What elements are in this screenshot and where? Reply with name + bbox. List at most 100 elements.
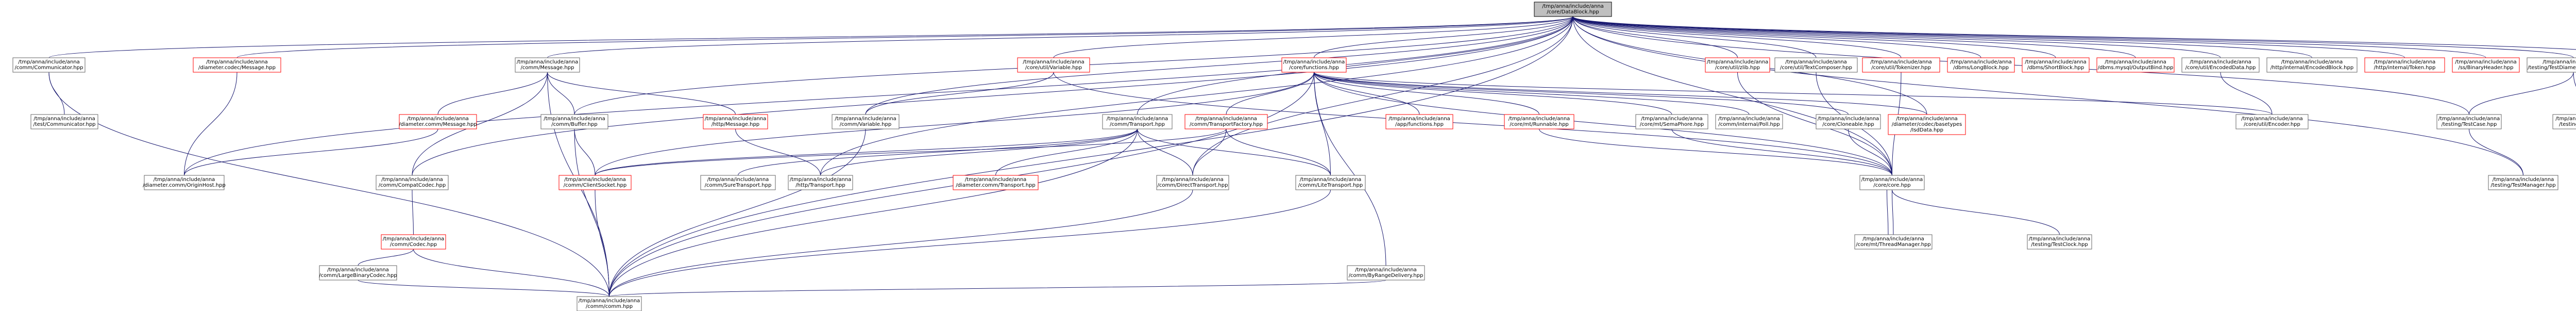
- file-node-largeBinary[interactable]: /tmp/anna/include/anna/comm/LargeBinaryC…: [319, 265, 397, 281]
- include-edge-commCommunicator-to-testCommunicator: [47, 69, 65, 115]
- file-node-diamCommMessage[interactable]: /tmp/anna/include/anna/diameter.comm/Mes…: [399, 114, 477, 129]
- file-node-box: [1347, 265, 1425, 281]
- file-node-poll[interactable]: /tmp/anna/include/anna/comm/internal/Pol…: [1715, 114, 1783, 129]
- file-node-testCommunicator[interactable]: /tmp/anna/include/anna/test/Communicator…: [30, 114, 98, 129]
- file-node-box: [1504, 114, 1574, 129]
- include-edge-transportFactory-to-clientSocket: [595, 125, 1228, 176]
- file-node-box: [2452, 57, 2520, 73]
- file-node-tokenizer[interactable]: /tmp/anna/include/anna/core/util/Tokeniz…: [1862, 57, 1940, 73]
- file-node-label-line: /tmp/anna/include/anna: [2241, 116, 2303, 122]
- include-edge-liteTransport-to-commHpp: [609, 186, 1332, 297]
- file-node-utilVariable[interactable]: /tmp/anna/include/anna/core/util/Variabl…: [1017, 57, 1090, 73]
- file-node-runnable[interactable]: /tmp/anna/include/anna/core/mt/Runnable.…: [1504, 114, 1574, 129]
- include-edge-httpMessage-to-httpTransport: [734, 125, 821, 176]
- file-node-liteTransport[interactable]: /tmp/anna/include/anna/comm/LiteTranspor…: [1295, 175, 1366, 190]
- file-node-shortBlock[interactable]: /tmp/anna/include/anna/dbms/ShortBlock.h…: [2022, 57, 2090, 73]
- file-node-originHost[interactable]: /tmp/anna/include/anna/diameter.comm/Ori…: [143, 175, 226, 190]
- include-edge-testCondition-to-testCase: [2469, 69, 2575, 115]
- file-node-commMessage[interactable]: /tmp/anna/include/anna/comm/Message.hpp: [515, 57, 580, 73]
- file-node-label-line: /comm/SureTransport.hpp: [705, 183, 772, 188]
- include-edge-coreHpp-to-testClock: [1890, 186, 2060, 235]
- file-node-httpToken[interactable]: /tmp/anna/include/anna/http/internal/Tok…: [2364, 57, 2445, 73]
- file-node-threadManager[interactable]: /tmp/anna/include/anna/core/mt/ThreadMan…: [1854, 234, 1933, 250]
- file-node-label-line: /tmp/anna/include/anna: [2190, 59, 2251, 65]
- include-edge-coreHpp-to-threadManager: [1890, 186, 1894, 235]
- file-node-testManager[interactable]: /tmp/anna/include/anna/testing/TestManag…: [2488, 175, 2558, 190]
- file-node-box: [1184, 114, 1268, 129]
- file-node-encoder[interactable]: /tmp/anna/include/anna/core/util/Encoder…: [2235, 114, 2309, 129]
- file-node-basetypes[interactable]: /tmp/anna/include/anna/diameter/codec/ba…: [1888, 114, 1966, 135]
- file-node-box: [577, 296, 642, 311]
- file-node-zlib[interactable]: /tmp/anna/include/anna/core/util/zlib.hp…: [1705, 57, 1770, 73]
- file-node-box: [2527, 57, 2576, 73]
- file-node-sureTransport[interactable]: /tmp/anna/include/anna/comm/SureTranspor…: [700, 175, 776, 190]
- file-node-box: [1862, 57, 1940, 73]
- file-node-cloneable[interactable]: /tmp/anna/include/anna/core/Cloneable.hp…: [1816, 114, 1881, 129]
- file-node-encodedData[interactable]: /tmp/anna/include/anna/core/util/Encoded…: [2181, 57, 2260, 73]
- file-node-appFunctions[interactable]: /tmp/anna/include/anna/app/functions.hpp: [1385, 114, 1453, 129]
- file-node-label-line: /tmp/anna/include/anna: [1542, 4, 1604, 9]
- file-node-box: [2488, 175, 2558, 190]
- file-node-label-line: /tmp/anna/include/anna: [2374, 59, 2436, 65]
- file-node-compatCodec[interactable]: /tmp/anna/include/anna/comm/CompatCodec.…: [376, 175, 449, 190]
- include-edge-root-to-encodedBlock: [1571, 13, 2312, 58]
- file-node-box: [515, 57, 580, 73]
- file-node-textComposer[interactable]: /tmp/anna/include/anna/core/util/TextCom…: [1774, 57, 1858, 73]
- file-node-box: [399, 114, 477, 129]
- file-node-clientSocket[interactable]: /tmp/anna/include/anna/comm/ClientSocket…: [558, 175, 632, 190]
- file-node-label-line: /tmp/anna/include/anna: [33, 116, 95, 122]
- file-node-byRange[interactable]: /tmp/anna/include/anna/comm/ByRangeDeliv…: [1347, 265, 1425, 281]
- file-node-label-line: /tmp/anna/include/anna: [544, 116, 605, 122]
- file-node-buffer[interactable]: /tmp/anna/include/anna/comm/Buffer.hpp: [540, 114, 608, 129]
- file-node-httpTransport[interactable]: /tmp/anna/include/anna/http/Transport.hp…: [788, 175, 853, 190]
- file-node-testStep[interactable]: /tmp/anna/include/anna/testing/TestStep.…: [2552, 114, 2576, 129]
- file-node-diamTransport[interactable]: /tmp/anna/include/anna/diameter.comm/Tra…: [953, 175, 1039, 190]
- include-edge-functions-to-poll: [1312, 69, 1750, 115]
- file-node-directTransport[interactable]: /tmp/anna/include/anna/comm/DirectTransp…: [1156, 175, 1229, 190]
- file-node-label-line: /tmp/anna/include/anna: [1162, 177, 1224, 183]
- file-node-codec[interactable]: /tmp/anna/include/anna/comm/Codec.hpp: [381, 234, 446, 250]
- include-edge-runnable-to-coreHpp: [1537, 125, 1892, 176]
- file-node-box: [703, 114, 768, 129]
- include-edge-threadManager-to-coreHpp: [1886, 189, 1890, 238]
- file-node-label-line: /tmp/anna/include/anna: [381, 177, 443, 183]
- file-node-label-line: /tmp/anna/include/anna: [1870, 59, 1932, 65]
- file-node-label-line: /comm/Message.hpp: [521, 65, 574, 71]
- file-node-transport[interactable]: /tmp/anna/include/anna/comm/Transport.hp…: [1102, 114, 1173, 129]
- file-node-coreHpp[interactable]: /tmp/anna/include/anna/core/core.hpp: [1859, 175, 1925, 190]
- file-node-transportFactory[interactable]: /tmp/anna/include/anna/comm/TransportFac…: [1184, 114, 1268, 129]
- file-node-httpMessage[interactable]: /tmp/anna/include/anna/http/Message.hpp: [703, 114, 768, 129]
- include-edge-byRange-to-commHpp: [609, 276, 1388, 297]
- file-node-box: [1534, 2, 1612, 17]
- file-node-box: [2266, 57, 2358, 73]
- file-node-label-line: /core/util/Encoder.hpp: [2244, 122, 2300, 127]
- file-node-label-line: /tmp/anna/include/anna: [2455, 59, 2517, 65]
- file-node-box: [1017, 57, 1090, 73]
- file-node-root: /tmp/anna/include/anna/core/DataBlock.hp…: [1534, 2, 1612, 17]
- file-node-encodedBlock[interactable]: /tmp/anna/include/anna/http/internal/Enc…: [2266, 57, 2358, 73]
- file-node-label-line: /tmp/anna/include/anna: [2281, 59, 2343, 65]
- file-node-testCase[interactable]: /tmp/anna/include/anna/testing/TestCase.…: [2436, 114, 2502, 129]
- file-node-binaryHeader[interactable]: /tmp/anna/include/anna/ss/BinaryHeader.h…: [2452, 57, 2520, 73]
- include-edge-functions-to-liteTransport: [1312, 69, 1331, 176]
- file-node-commCommunicator[interactable]: /tmp/anna/include/anna/comm/Communicator…: [12, 57, 86, 73]
- file-node-label-line: /app/functions.hpp: [1395, 122, 1444, 127]
- file-node-longBlock[interactable]: /tmp/anna/include/anna/dbms/LongBlock.hp…: [1947, 57, 2015, 73]
- file-node-label-line: /tmp/anna/include/anna: [407, 116, 469, 122]
- file-node-mysqlOutput[interactable]: /tmp/anna/include/anna/dbms.mysql/Output…: [2096, 57, 2175, 73]
- file-node-label-line: /tmp/anna/include/anna: [707, 177, 769, 183]
- file-node-commVariable[interactable]: /tmp/anna/include/anna/comm/Variable.hpp: [832, 114, 900, 129]
- file-node-semaphore[interactable]: /tmp/anna/include/anna/core/mt/SemaPhore…: [1635, 114, 1708, 129]
- include-edge-transportFactory-to-directTransport: [1192, 125, 1228, 176]
- file-node-label-line: /test/Communicator.hpp: [33, 122, 95, 127]
- file-node-commHpp[interactable]: /tmp/anna/include/anna/comm/comm.hpp: [577, 296, 642, 311]
- file-node-box: [558, 175, 632, 190]
- include-edge-root-to-textComposer: [1571, 13, 1817, 58]
- file-node-testClock[interactable]: /tmp/anna/include/anna/testing/TestClock…: [2027, 234, 2092, 250]
- file-node-functions[interactable]: /tmp/anna/include/anna/core/functions.hp…: [1281, 57, 1347, 73]
- include-edge-clientSocket-to-commHpp: [593, 186, 609, 297]
- file-node-testCondition[interactable]: /tmp/anna/include/anna/testing/TestDiame…: [2527, 57, 2576, 73]
- file-node-diamCodecMessage[interactable]: /tmp/anna/include/anna/diameter.codec/Me…: [193, 57, 281, 73]
- include-edge-root-to-directTransport: [1192, 13, 1575, 176]
- file-node-label-line: /tmp/anna/include/anna: [1355, 267, 1417, 273]
